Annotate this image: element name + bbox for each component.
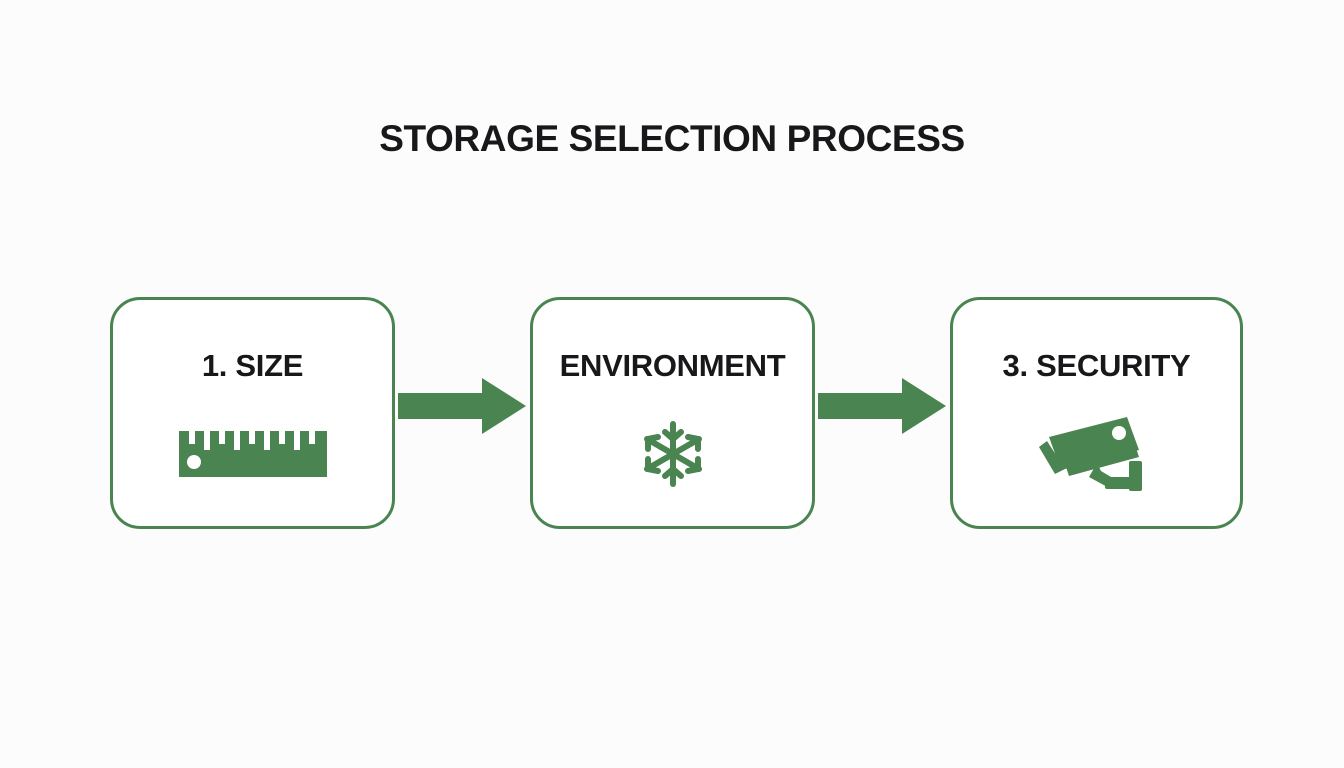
step-card-environment[interactable]: ENVIRONMENT — [530, 297, 815, 529]
step-label-size: 1. SIZE — [201, 348, 304, 383]
snowflake-icon — [533, 408, 812, 500]
arrow-right-icon-2 — [818, 378, 946, 434]
step-label-environment: ENVIRONMENT — [559, 348, 786, 383]
step-card-security[interactable]: 3. SECURITY — [950, 297, 1243, 529]
process-flow: 1. SIZE ENVIRONMENT — [110, 297, 1243, 529]
page-title: STORAGE SELECTION PROCESS — [379, 118, 965, 159]
arrow-right-icon-1 — [398, 378, 526, 434]
step-label-security: 3. SECURITY — [1002, 348, 1191, 383]
step-card-size[interactable]: 1. SIZE — [110, 297, 395, 529]
ruler-icon — [113, 408, 392, 500]
security-camera-icon — [953, 408, 1240, 500]
